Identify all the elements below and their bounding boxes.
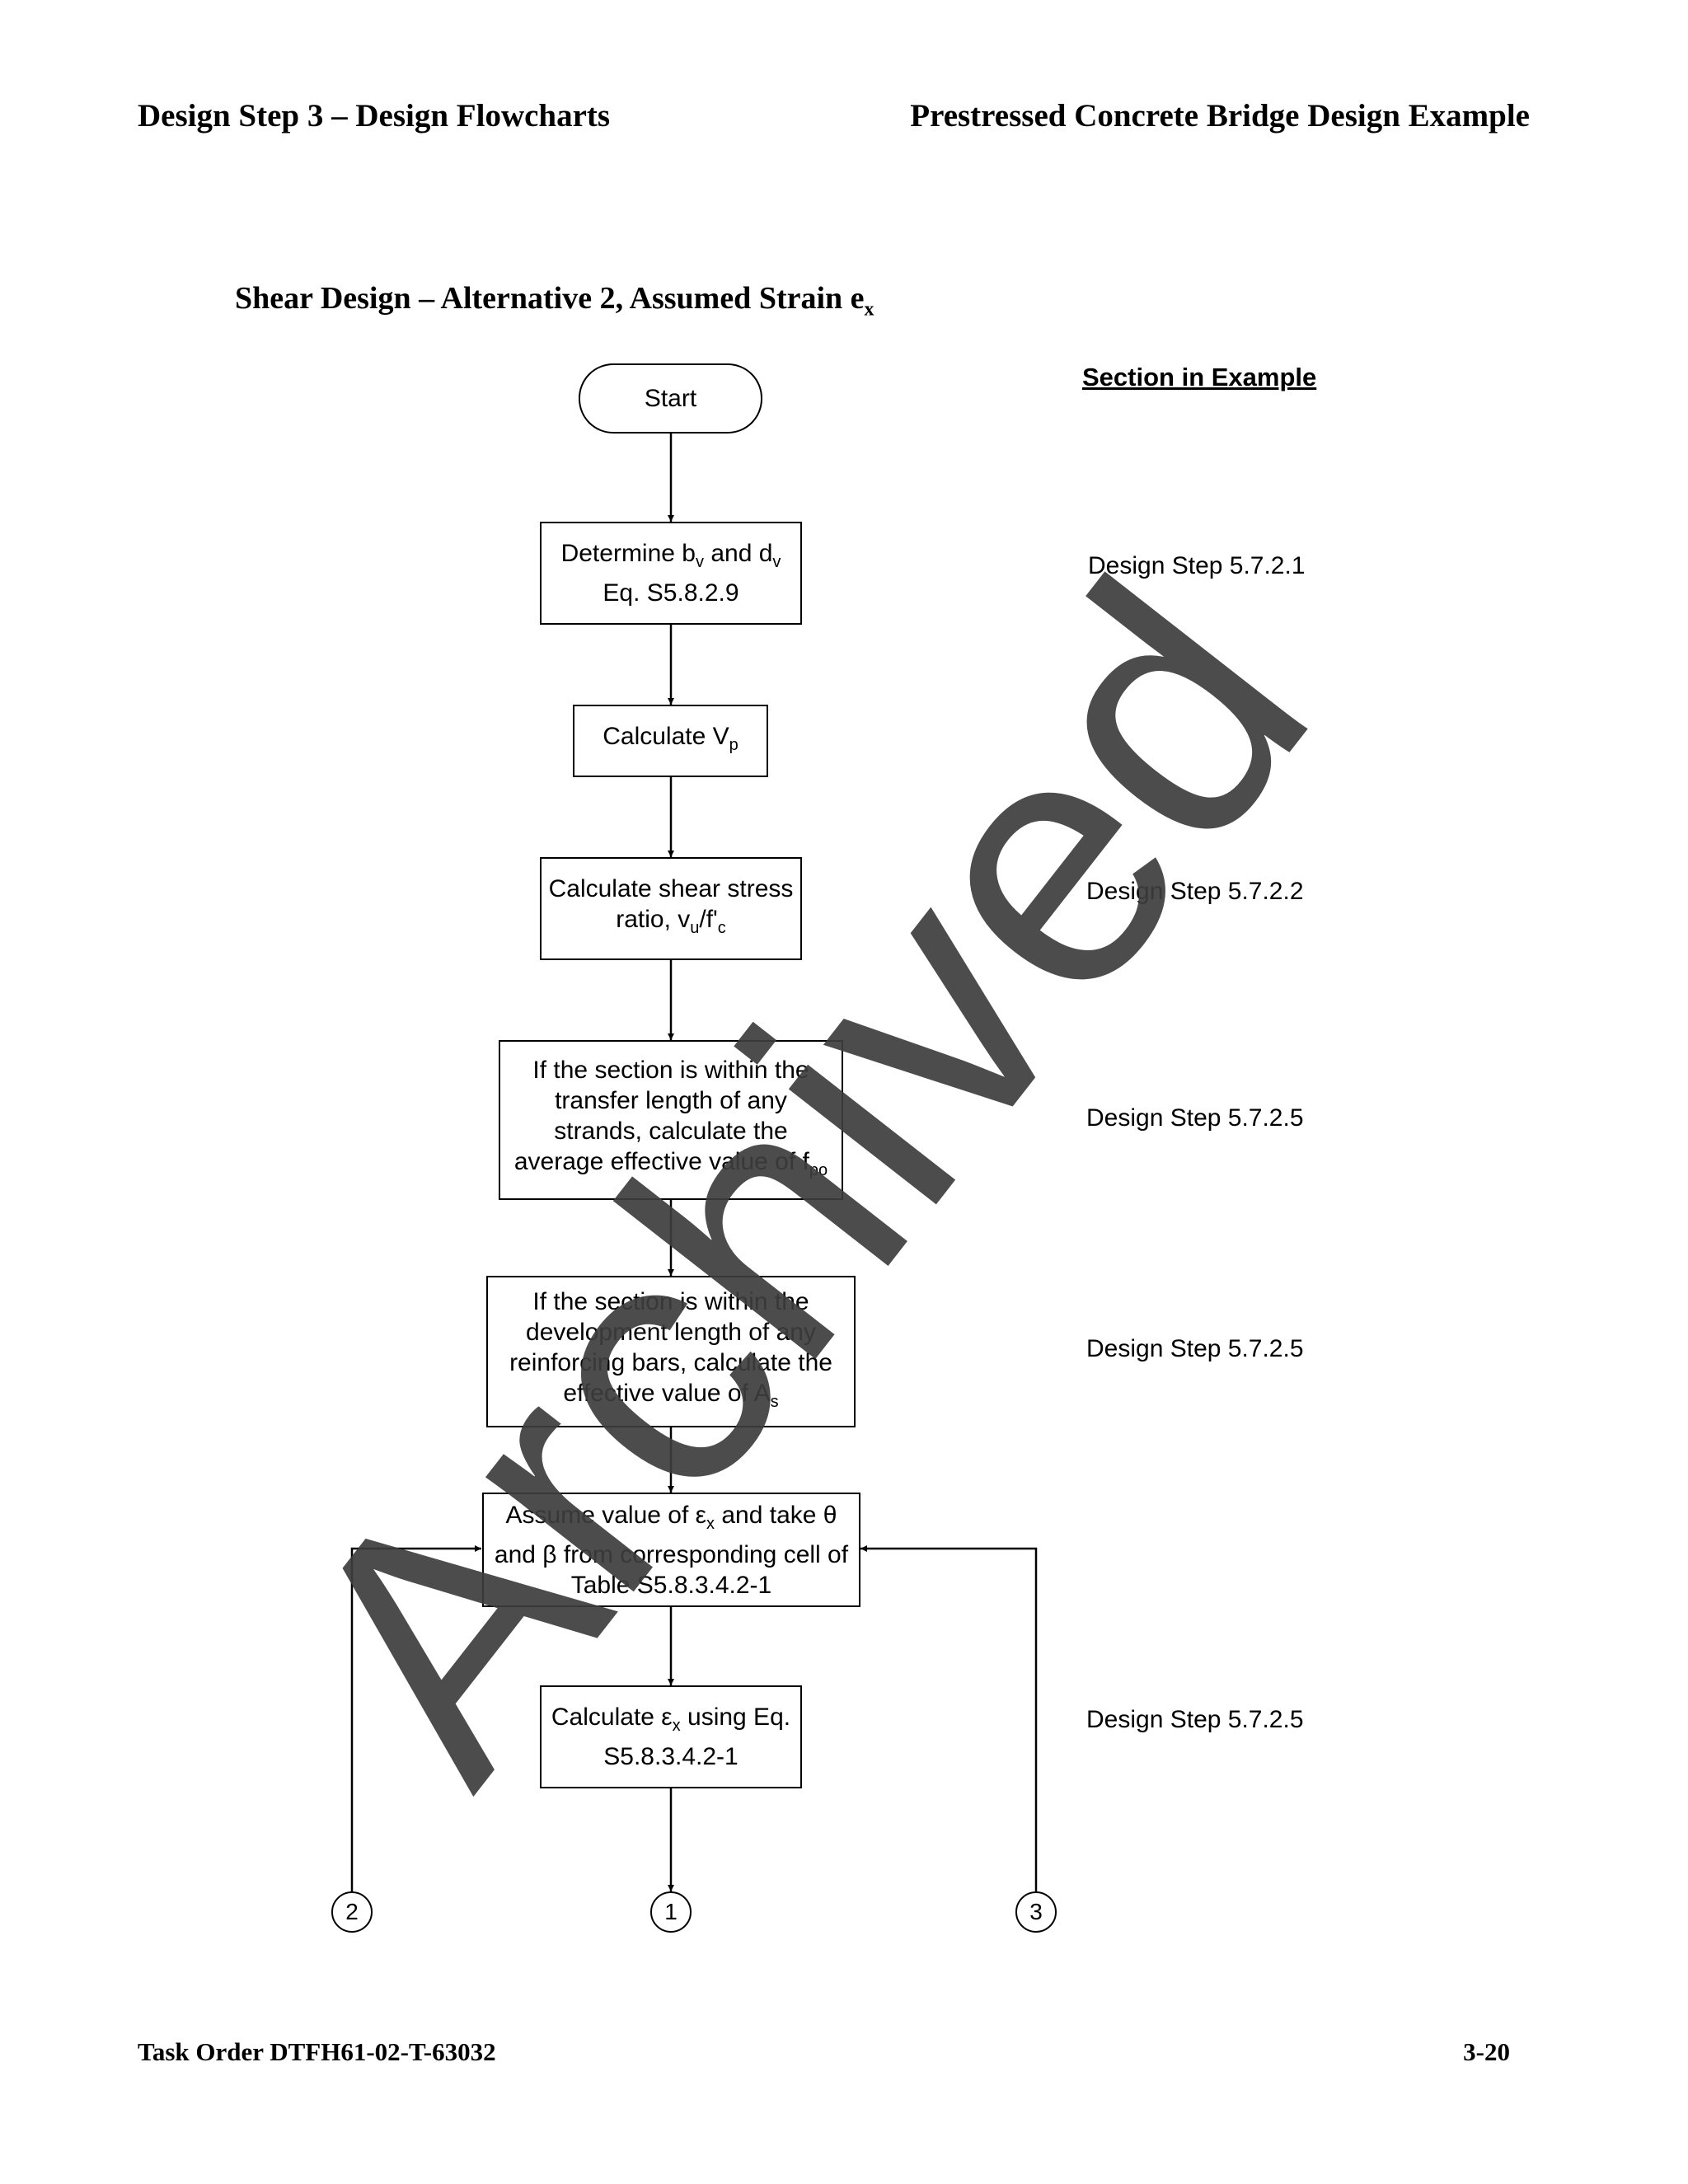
- step7-line1: Calculate εx using Eq.: [551, 1704, 791, 1735]
- loop-connector2-to-step6: [350, 1545, 481, 1891]
- reference-step5: Design Step 5.7.2.5: [1086, 1335, 1304, 1362]
- header-left: Design Step 3 – Design Flowcharts: [138, 98, 611, 134]
- loop-connector3-to-step6: [860, 1545, 1038, 1891]
- step5-line2: development length of any: [526, 1318, 816, 1346]
- step-calculate-ex: Calculate εx using Eq. S5.8.3.4.2-1: [540, 1685, 802, 1788]
- title-subscript: x: [864, 298, 874, 321]
- step6-line3: Table S5.8.3.4.2-1: [570, 1571, 772, 1599]
- reference-step3: Design Step 5.7.2.2: [1086, 878, 1304, 905]
- reference-step7: Design Step 5.7.2.5: [1086, 1706, 1304, 1733]
- header-right: Prestressed Concrete Bridge Design Examp…: [910, 98, 1530, 134]
- step7-line2: S5.8.3.4.2-1: [603, 1743, 738, 1770]
- footer-page-number: 3-20: [1463, 2037, 1510, 2066]
- step5-line3: reinforcing bars, calculate the: [509, 1348, 832, 1376]
- step5-line4: effective value of As: [563, 1379, 779, 1411]
- step-development-length-as: If the section is within the development…: [486, 1276, 856, 1427]
- step-calculate-vp: Calculate Vp: [573, 705, 768, 777]
- connector-3: 3: [1015, 1891, 1057, 1933]
- connector-1: 1: [650, 1891, 692, 1933]
- step6-line1: Assume value of εx and take θ: [505, 1501, 837, 1533]
- reference-step4: Design Step 5.7.2.5: [1086, 1104, 1304, 1132]
- step-assume-ex: Assume value of εx and take θ and β from…: [482, 1493, 860, 1607]
- step4-line1: If the section is within the: [532, 1056, 809, 1084]
- step4-line2: transfer length of any: [555, 1086, 787, 1114]
- start-terminal: Start: [579, 363, 762, 434]
- step2-text: Calculate Vp: [603, 723, 738, 754]
- step-determine-bv-dv: Determine bv and dv Eq. S5.8.2.9: [540, 522, 802, 625]
- step4-line4: average effective value of fpo: [513, 1147, 828, 1179]
- step-transfer-length-fpo: If the section is within the transfer le…: [499, 1040, 843, 1200]
- page-title: Shear Design – Alternative 2, Assumed St…: [235, 280, 874, 321]
- step-shear-stress-ratio: Calculate shear stress ratio, vu/f'c: [540, 857, 802, 960]
- step3-line1: Calculate shear stress: [548, 875, 794, 902]
- connector-2: 2: [331, 1891, 373, 1933]
- step3-line2: ratio, vu/f'c: [616, 906, 726, 937]
- step1-line2: Eq. S5.8.2.9: [603, 579, 739, 607]
- footer-left: Task Order DTFH61-02-T-63032: [138, 2037, 496, 2066]
- step5-line1: If the section is within the: [532, 1287, 809, 1315]
- step6-line2: and β from corresponding cell of: [494, 1540, 849, 1568]
- title-text: Shear Design – Alternative 2, Assumed St…: [235, 281, 865, 316]
- section-heading: Section in Example: [1082, 363, 1317, 391]
- start-label: Start: [644, 385, 697, 412]
- reference-step1: Design Step 5.7.2.1: [1088, 552, 1306, 579]
- step4-line3: strands, calculate the: [554, 1117, 788, 1145]
- step1-line1: Determine bv and dv: [560, 540, 781, 571]
